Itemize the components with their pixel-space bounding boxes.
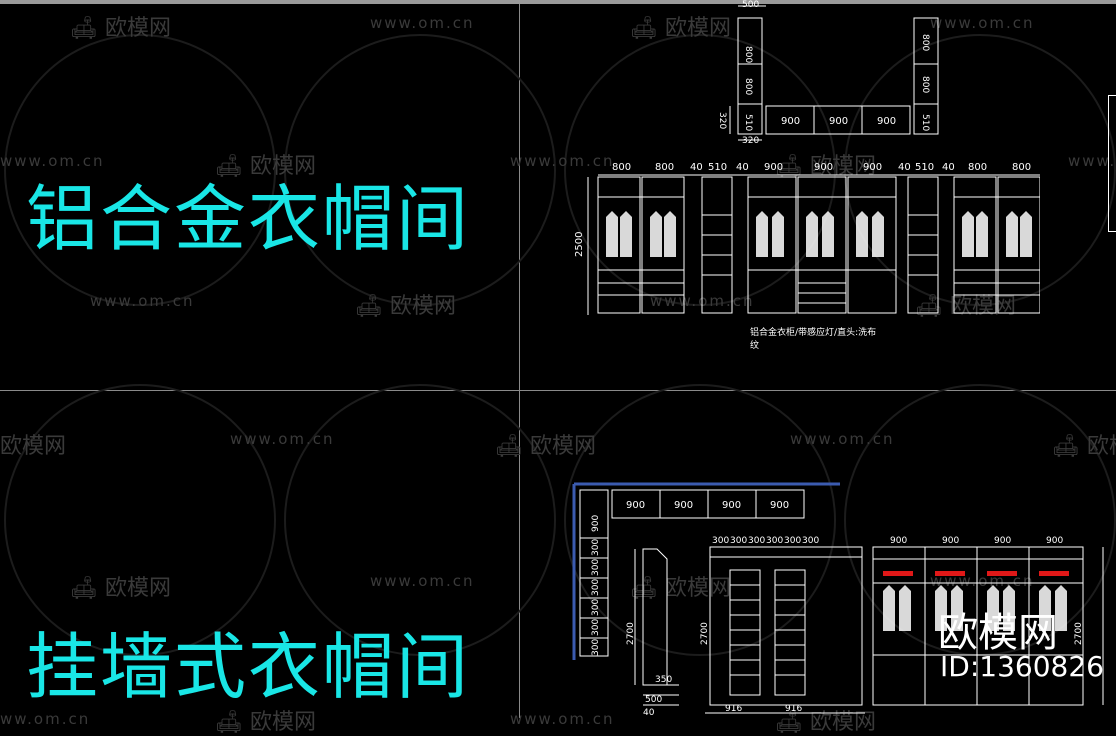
bplan-row-1: 900: [626, 500, 645, 511]
plan-row-900-b: 900: [829, 116, 848, 127]
plan-corner-right: 510: [920, 114, 930, 131]
belev-top-6: 300: [802, 536, 819, 546]
bplan-side-6: 300: [591, 619, 601, 636]
top-plan-view: 500 800 800 510 800 800 510 900 900 900 …: [717, 0, 939, 145]
elev-w-12: 800: [968, 162, 987, 173]
plan-right-800-b: 800: [920, 76, 930, 93]
watermark-url: www.om.cn: [370, 14, 475, 32]
watermark-logo: 🛋︎ 欧模网: [1052, 434, 1116, 459]
title-aluminum-wardrobe: 铝合金衣帽间: [26, 177, 471, 261]
belev-top-3: 300: [748, 536, 765, 546]
belev-height-2: 2700: [700, 622, 710, 645]
bplan-side-7: 300: [591, 639, 601, 656]
elev-caption-line1: 铝合金衣柜/带感应灯/直头:洗布: [750, 326, 876, 338]
watermark-url: www.om.cn: [650, 292, 755, 310]
watermark-url: www.om.cn: [510, 710, 615, 728]
edge-panel: [1108, 95, 1116, 232]
belev-col-4: 900: [1046, 536, 1063, 546]
elev-w-10: 510: [915, 162, 934, 173]
elev-w-9: 40: [898, 162, 911, 173]
bplan-side-5: 300: [591, 599, 601, 616]
belev-height-3: 2700: [1074, 622, 1084, 645]
belev-left-3: 40: [643, 708, 655, 718]
watermark-logo: 🛋︎ 欧模网: [215, 154, 316, 179]
watermark-arcs: [4, 34, 1116, 656]
watermark-url: www.om.cn: [930, 14, 1035, 32]
watermark-url: www.om.cn: [230, 430, 335, 448]
belev-height-1: 2700: [626, 622, 636, 645]
bplan-row-2: 900: [674, 500, 693, 511]
plan-bottom-320: 320: [742, 136, 759, 145]
elev-w-6: 900: [764, 162, 783, 173]
top-border: [0, 0, 1116, 4]
elev-w-2: 800: [655, 162, 674, 173]
elev-w-3: 40: [690, 162, 703, 173]
plan-right-800-a: 800: [920, 34, 930, 51]
watermark-logo: 🛋︎ 欧模网: [495, 434, 596, 459]
bplan-row-4: 900: [770, 500, 789, 511]
watermark-url: www.om.cn: [0, 152, 105, 170]
belev-bottom-1: 916: [725, 704, 742, 714]
belev-top-2: 300: [730, 536, 747, 546]
belev-left-1: 350: [655, 675, 672, 685]
vertical-divider: [519, 0, 520, 718]
brand-logo-text: 欧模网: [938, 610, 1058, 656]
bplan-side-1: 900: [591, 515, 601, 532]
belev-col-1: 900: [890, 536, 907, 546]
plan-side-320: 320: [717, 112, 727, 129]
top-elevation: 800 800 40 510 40 900 900 900 40 510 40 …: [574, 162, 1040, 351]
plan-corner-left: 510: [743, 114, 753, 131]
watermark-logo: 欧模网: [0, 434, 67, 459]
belev-col-2: 900: [942, 536, 959, 546]
plan-row-900-a: 900: [781, 116, 800, 127]
title-wall-hung-wardrobe: 挂墙式衣帽间: [26, 625, 471, 709]
watermark-logo: 🛋︎ 欧模网: [630, 16, 731, 41]
watermark-url: www.om.cn: [930, 572, 1035, 590]
watermark-logo: 🛋︎ 欧模网: [915, 294, 1016, 319]
plan-left-800-a: 800: [743, 46, 753, 63]
elev-w-13: 800: [1012, 162, 1031, 173]
watermark-url: www.om.cn: [790, 430, 895, 448]
elev-height: 2500: [574, 232, 585, 257]
belev-top-1: 300: [712, 536, 729, 546]
bottom-plan-view: 900 900 900 900 900 300 300 300 300 300 …: [572, 482, 840, 660]
elev-w-11: 40: [942, 162, 955, 173]
belev-col-3: 900: [994, 536, 1011, 546]
bplan-side-4: 300: [591, 579, 601, 596]
elev-w-5: 40: [736, 162, 749, 173]
bplan-side-2: 300: [591, 539, 601, 556]
watermark-logo: 🛋︎ 欧模网: [70, 576, 171, 601]
plan-left-800-b: 800: [743, 78, 753, 95]
elev-w-8: 900: [863, 162, 882, 173]
plan-top-width: 500: [742, 0, 759, 10]
bottom-elevation: 300 300 300 300 300 300 900 900 900 900 …: [626, 536, 1104, 718]
bplan-row-3: 900: [722, 500, 741, 511]
elev-w-1: 800: [612, 162, 631, 173]
belev-top-5: 300: [784, 536, 801, 546]
plan-row-900-c: 900: [877, 116, 896, 127]
watermark-url: www.om.cn: [510, 152, 615, 170]
belev-bottom-2: 916: [785, 704, 802, 714]
watermark-logo: 🛋︎ 欧模网: [355, 294, 456, 319]
brand-id: ID:1360826: [940, 650, 1104, 683]
watermark-url: www.om.cn: [370, 572, 475, 590]
elev-w-4: 510: [708, 162, 727, 173]
horizontal-divider: [0, 390, 1116, 391]
elev-caption-line2: 纹: [750, 339, 759, 351]
watermark-url: www.om.cn: [1068, 152, 1116, 170]
watermark-url: www.om.cn: [90, 292, 195, 310]
elev-w-7: 900: [814, 162, 833, 173]
belev-left-2: 500: [645, 695, 662, 705]
bplan-side-3: 300: [591, 559, 601, 576]
watermark-logo: 🛋︎ 欧模网: [70, 16, 171, 41]
belev-top-4: 300: [766, 536, 783, 546]
